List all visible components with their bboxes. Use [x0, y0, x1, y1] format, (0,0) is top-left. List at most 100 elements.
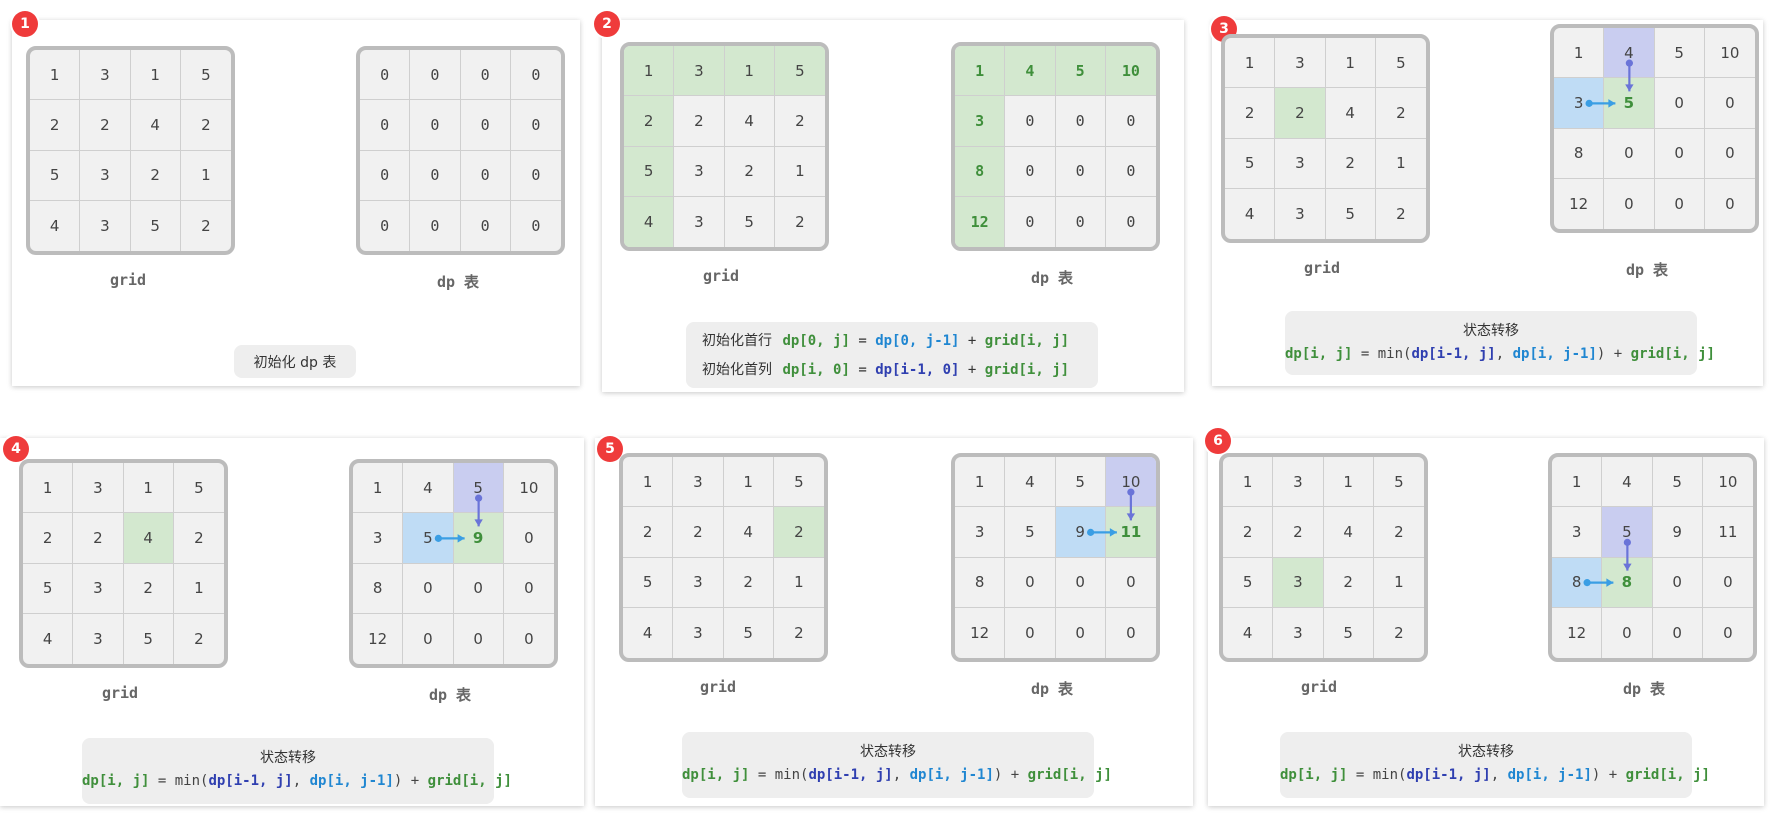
dp-cell-1-3: 11	[1702, 507, 1753, 558]
formula-lhs: dp[i, j]	[682, 767, 750, 783]
dp-cell-0-3: 0	[510, 50, 561, 101]
grid-cell-1-3: 2	[180, 100, 231, 151]
dp-cell-3-3: 0	[1723, 623, 1733, 642]
dp-cell-3-1: 0	[1604, 178, 1655, 229]
step-badge-1: 1	[12, 11, 38, 37]
grid-cell-0-0: 1	[1225, 38, 1276, 89]
grid-cell-0-2: 1	[130, 50, 181, 101]
grid-cell-1-1: 2	[673, 507, 724, 558]
grid-cell-3-0: 4	[623, 607, 674, 658]
formula-eq: =	[749, 767, 775, 783]
dp-cell-1-3: 0	[503, 513, 554, 564]
grid-cell-3-1: 3	[1275, 188, 1326, 239]
grid-cell-0-1: 3	[1273, 457, 1324, 508]
grid-cell-3-3: 2	[1394, 623, 1404, 642]
formula-a: dp[i-1, j]	[1411, 346, 1496, 362]
dp-cell-1-3: 11	[1105, 507, 1156, 558]
dp-cell-3-2: 0	[1056, 607, 1106, 658]
dp-cell-0-2: 5	[1055, 46, 1106, 97]
formula-b: dp[i, j-1]	[1512, 346, 1597, 362]
dp-cell-1-2: 0	[460, 100, 511, 151]
grid-cell-1-0: 2	[1225, 88, 1276, 139]
dp-cell-2-0: 8	[1554, 128, 1605, 179]
dp-cell-2-2: 0	[1055, 146, 1106, 197]
dp-caption-1: dp 表	[436, 273, 480, 291]
grid-cell-1-1: 2	[1273, 507, 1324, 558]
grid-cell-1-3: 2	[173, 513, 224, 564]
grid-cell-0-2: 1	[723, 457, 774, 508]
dp-cell-0-0: 1	[353, 463, 404, 514]
grid-cell-2-2: 2	[723, 557, 774, 608]
formula-min: min(	[1377, 346, 1412, 362]
grid-cell-1-3: 2	[773, 507, 824, 558]
grid-cell-2-2: 2	[130, 150, 181, 201]
dp-cell-3-0: 12	[353, 613, 404, 664]
grid-cell-1-0: 2	[30, 100, 81, 151]
grid-cell-1-0: 2	[1223, 507, 1274, 558]
grid-cell-0-3: 5	[180, 50, 231, 101]
grid-cell-0-0: 1	[623, 457, 674, 508]
grid-cell-3-3: 2	[794, 623, 804, 642]
transition-formula-4: dp[i, j] = min(dp[i-1, j], dp[i, j-1]) +…	[82, 773, 512, 789]
dp-cell-2-1: 0	[410, 150, 461, 201]
dp-cell-1-2: 0	[1654, 78, 1705, 129]
grid-cell-1-2: 4	[723, 507, 774, 558]
formula-min: min(	[174, 773, 209, 789]
dp-caption-3: dp 表	[1625, 261, 1669, 279]
grid-cell-0-0: 1	[1223, 457, 1274, 508]
grid-cell-2-2: 2	[724, 146, 775, 197]
grid-cell-2-0: 5	[623, 557, 674, 608]
dp-cell-1-1: 5	[1005, 507, 1056, 558]
grid-cell-2-3: 1	[180, 151, 231, 201]
init-col-tail: grid[i, j]	[984, 362, 1070, 378]
dp-cell-1-1: 0	[1005, 96, 1056, 147]
grid-cell-2-1: 3	[1273, 557, 1324, 608]
grid-cell-1-2: 4	[724, 96, 775, 147]
transition-title-4: 状态转移	[260, 750, 316, 766]
dp-cell-2-3: 0	[1704, 129, 1755, 179]
grid-cell-2-1: 3	[674, 146, 725, 197]
dp-cell-0-0: 0	[360, 50, 411, 101]
grid-cell-1-2: 4	[1323, 507, 1374, 558]
transition-note-4: 状态转移 dp[i, j] = min(dp[i-1, j], dp[i, j-…	[82, 738, 512, 804]
dp-cell-2-0: 0	[360, 150, 411, 201]
dp-cell-2-3: 0	[503, 564, 554, 614]
grid-cell-3-2: 5	[124, 613, 174, 664]
init-col-lhs: dp[i, 0]	[782, 362, 850, 378]
dp-cell-1-0: 3	[353, 513, 404, 564]
dp-cell-3-2: 0	[1056, 196, 1106, 247]
dp-caption-6: dp 表	[1622, 680, 1666, 698]
formula-b: dp[i, j-1]	[909, 767, 994, 783]
grid-cell-2-3: 1	[773, 558, 824, 608]
dp-cell-2-1: 8	[1602, 557, 1653, 608]
formula-lhs: dp[i, j]	[82, 773, 150, 789]
grid-cell-2-0: 5	[30, 150, 81, 201]
formula-c: grid[i, j]	[1630, 346, 1715, 362]
dp-cell-1-0: 3	[1552, 507, 1603, 558]
transition-note-5: 状态转移 dp[i, j] = min(dp[i-1, j], dp[i, j-…	[682, 732, 1112, 798]
dp-cell-1-3: 0	[1105, 96, 1156, 147]
grid-cell-3-1: 3	[1273, 607, 1324, 658]
grid-cell-2-0: 5	[1223, 557, 1274, 608]
grid-cell-1-1: 2	[1275, 88, 1326, 139]
dp-cell-3-1: 0	[1602, 607, 1653, 658]
grid-caption-4: grid	[101, 684, 139, 702]
dp-cell-1-0: 3	[1554, 78, 1605, 129]
grid-cell-1-0: 2	[23, 513, 74, 564]
grid-cell-2-1: 3	[673, 557, 724, 608]
grid-cell-0-0: 1	[23, 463, 74, 514]
grid-cell-1-1: 2	[73, 513, 124, 564]
init-row-line: 初始化首行 dp[0, j] = dp[0, j-1] + grid[i, j]	[702, 330, 1069, 350]
formula-b: dp[i, j-1]	[1507, 767, 1592, 783]
dp-cell-2-2: 0	[1654, 128, 1705, 179]
dp-cell-0-0: 1	[955, 457, 1006, 508]
transition-formula-5: dp[i, j] = min(dp[i-1, j], dp[i, j-1]) +…	[682, 767, 1112, 783]
dp-cell-1-2: 0	[1055, 96, 1106, 147]
dp-cell-0-1: 4	[1005, 46, 1056, 97]
dp-cell-3-2: 0	[454, 613, 504, 664]
dp-cell-3-0: 12	[955, 607, 1006, 658]
